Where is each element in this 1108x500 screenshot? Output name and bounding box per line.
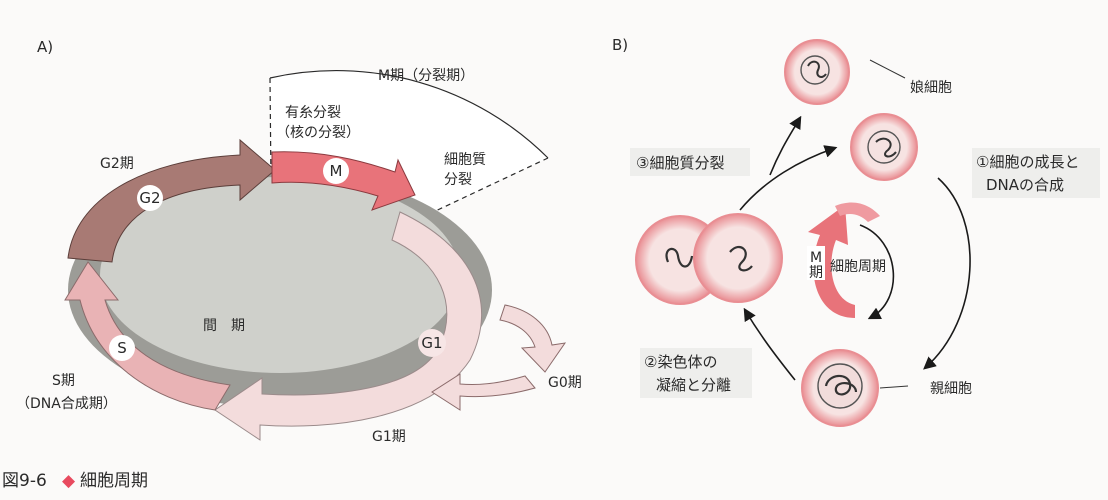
badge-g1: G1 <box>418 329 446 357</box>
mitosis-label-2: （核の分裂） <box>276 125 360 141</box>
daughter-cell-label: 娘細胞 <box>910 80 952 96</box>
g0-phase-label: G0期 <box>548 375 582 391</box>
daughter-cell-top <box>785 40 849 104</box>
figure-caption: 図9-6 ◆ 細胞周期 <box>2 471 148 491</box>
daughter-leader <box>870 60 905 78</box>
badge-m: M <box>323 158 349 184</box>
s-phase-label-1: S期 <box>52 373 75 389</box>
step2-line-1: ②染色体の <box>644 353 717 371</box>
step1-line-2: DNAの合成 <box>986 176 1064 194</box>
m-phase-label: M期（分裂期） <box>378 68 474 84</box>
svg-text:M: M <box>330 162 343 180</box>
g1-phase-label: G1期 <box>372 429 406 445</box>
arrow-growth <box>925 178 970 368</box>
panel-b-label: B) <box>612 36 628 54</box>
inner-m-label-1: M <box>810 250 822 266</box>
parent-leader <box>880 386 908 388</box>
g0-arrow-out <box>500 305 565 372</box>
cytokinesis-label-1: 細胞質 <box>444 152 486 168</box>
panel-a-label: A) <box>37 38 53 56</box>
interphase-label: 間 期 <box>203 318 245 334</box>
svg-text:G1: G1 <box>421 334 442 352</box>
s-phase-label-2: （DNA合成期） <box>16 396 117 412</box>
arrow-condense <box>745 310 795 380</box>
daughter-cell-right <box>851 114 917 180</box>
arrow-cytokinesis-up <box>770 118 800 175</box>
svg-text:S: S <box>117 339 127 357</box>
g2-phase-label: G2期 <box>100 156 134 172</box>
step3-label: ③細胞質分裂 <box>636 154 724 172</box>
caption-figure-number: 図9-6 <box>2 471 47 491</box>
cell-cycle-label: 細胞周期 <box>830 259 886 275</box>
svg-text:G2: G2 <box>139 189 160 207</box>
step1-line-1: ①細胞の成長と <box>976 153 1079 171</box>
panel-a: A) M期（分裂期） 有糸分裂 （核の分裂） 細胞質 分裂 G2期 間 期 S期… <box>16 38 582 445</box>
step2-line-2: 凝縮と分離 <box>656 376 731 394</box>
caption-title: 細胞周期 <box>80 471 148 491</box>
badge-g2: G2 <box>137 185 163 211</box>
caption-diamond: ◆ <box>62 471 76 491</box>
cytokinesis-label-2: 分裂 <box>444 172 472 188</box>
panel-b: B) <box>612 36 1100 426</box>
parent-cell <box>802 350 878 426</box>
badge-s: S <box>109 335 135 361</box>
mitosis-label-1: 有糸分裂 <box>285 105 341 121</box>
parent-cell-label: 親細胞 <box>930 381 972 397</box>
arrow-cytokinesis-right <box>740 148 835 210</box>
dividing-cell <box>636 214 782 304</box>
inner-cycle: M 期 細胞周期 <box>807 203 893 318</box>
inner-m-label-2: 期 <box>809 265 823 281</box>
